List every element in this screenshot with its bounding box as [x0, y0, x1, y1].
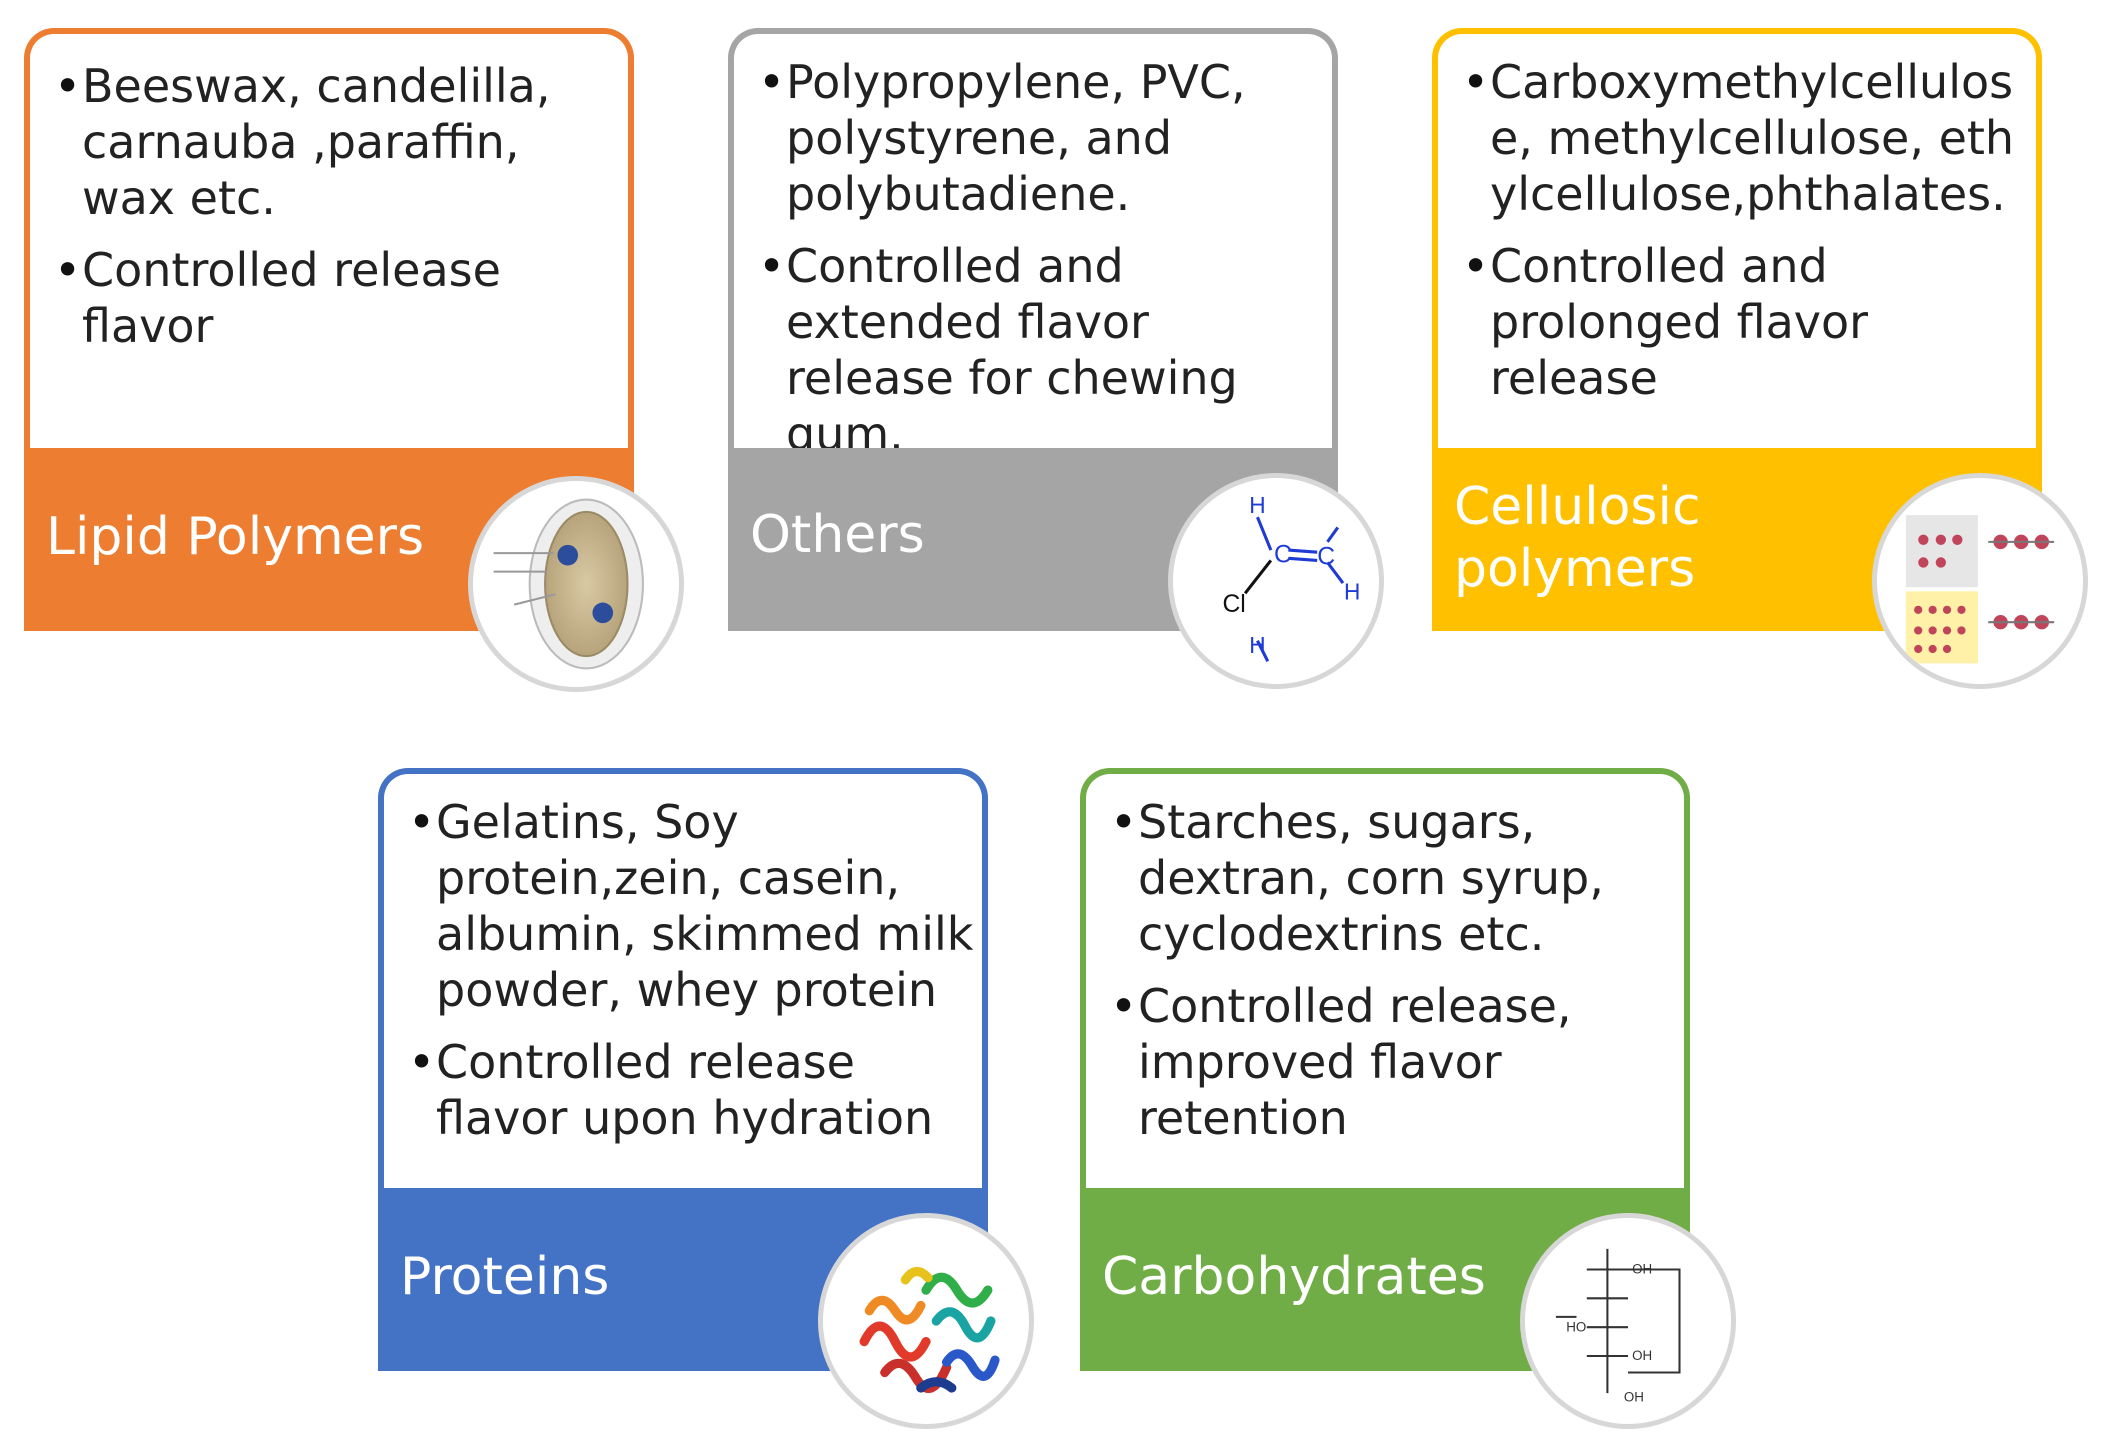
bullet-list: Starches, sugars, dextran, corn syrup, c…: [1110, 794, 1664, 1162]
cellulose-structure-icon: [1872, 473, 2088, 689]
bullet-item: Controlled and extended flavor release f…: [758, 238, 1312, 462]
card-carbohydrates: Starches, sugars, dextran, corn syrup, c…: [1080, 768, 1736, 1429]
bullet-item: Gelatins, Soy protein,zein, casein, albu…: [408, 794, 976, 1018]
molecule-atom-label: H: [1249, 492, 1265, 518]
card-lipid-polymers: Beeswax, candelilla, carnauba ,paraffin,…: [24, 28, 684, 692]
lipid-particle-icon: [468, 476, 684, 692]
card-content: Polypropylene, PVC, polystyrene, and pol…: [728, 28, 1338, 473]
card-content: Gelatins, Soy protein,zein, casein, albu…: [378, 768, 988, 1213]
molecule-atom-label: OH: [1632, 1262, 1652, 1277]
category-label: Proteins: [400, 1247, 610, 1307]
bullet-list: Carboxymethylcellulose, methylcellulose,…: [1462, 54, 2016, 422]
category-label: Cellulosic polymers: [1454, 477, 1701, 599]
card-content: Starches, sugars, dextran, corn syrup, c…: [1080, 768, 1690, 1213]
bullet-item: Controlled and prolonged flavor release: [1462, 238, 2016, 406]
category-label: Lipid Polymers: [46, 507, 425, 567]
bullet-item: Controlled release, improved flavor rete…: [1110, 978, 1664, 1146]
bullet-list: Polypropylene, PVC, polystyrene, and pol…: [758, 54, 1312, 478]
card-content: Carboxymethylcellulose, methylcellulose,…: [1432, 28, 2042, 473]
protein-ribbon-icon: [818, 1213, 1034, 1429]
molecule-atom-label: HO: [1566, 1319, 1586, 1334]
card-proteins: Gelatins, Soy protein,zein, casein, albu…: [378, 768, 1034, 1429]
molecule-atom-label: Cl: [1222, 591, 1245, 618]
molecule-atom-label: OH: [1624, 1389, 1644, 1404]
card-content: Beeswax, candelilla, carnauba ,paraffin,…: [24, 28, 634, 473]
vinyl-chloride-molecule-icon: H C C H Cl H: [1168, 473, 1384, 689]
bullet-item: Controlled release flavor upon hydration: [408, 1034, 976, 1146]
bullet-item: Starches, sugars, dextran, corn syrup, c…: [1110, 794, 1664, 962]
bullet-item: Carboxymethylcellulose, methylcellulose,…: [1462, 54, 2016, 222]
sugar-structure-icon: OH HO OH OH: [1520, 1213, 1736, 1429]
bullet-list: Gelatins, Soy protein,zein, casein, albu…: [408, 794, 976, 1162]
molecule-atom-label: C: [1274, 541, 1292, 568]
card-others: Polypropylene, PVC, polystyrene, and pol…: [728, 28, 1384, 689]
molecule-atom-label: C: [1317, 544, 1335, 571]
bullet-item: Polypropylene, PVC, polystyrene, and pol…: [758, 54, 1312, 222]
bullet-item: Controlled release flavor: [54, 242, 608, 354]
category-label: Others: [750, 505, 925, 565]
molecule-atom-label: H: [1344, 579, 1360, 605]
molecule-atom-label: H: [1249, 632, 1265, 658]
bullet-item: Beeswax, candelilla, carnauba ,paraffin,…: [54, 58, 608, 226]
card-cellulosic-polymers: Carboxymethylcellulose, methylcellulose,…: [1432, 28, 2088, 689]
bullet-list: Beeswax, candelilla, carnauba ,paraffin,…: [54, 58, 608, 370]
molecule-atom-label: OH: [1632, 1348, 1652, 1363]
category-label: Carbohydrates: [1102, 1247, 1486, 1307]
